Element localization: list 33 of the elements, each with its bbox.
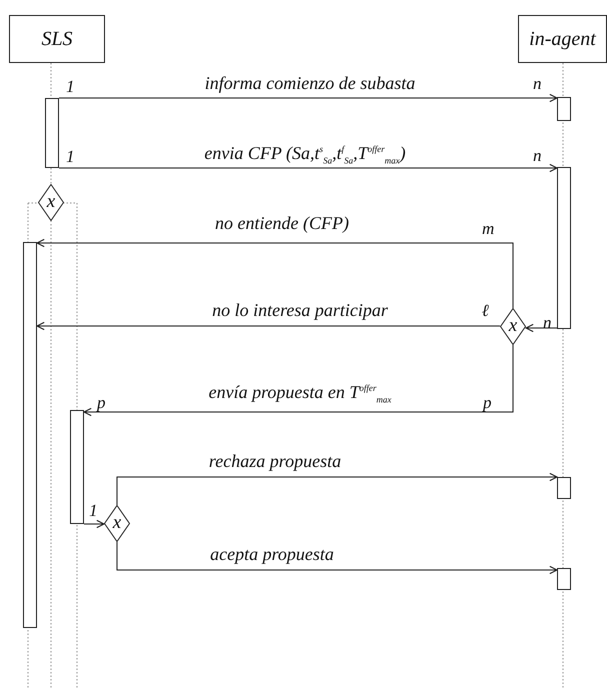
multiplicity-label: p bbox=[97, 394, 106, 412]
message-arrow bbox=[58, 94, 558, 102]
activation-bar bbox=[70, 410, 84, 524]
message-arrow bbox=[36, 322, 500, 330]
activation-bar bbox=[23, 242, 37, 628]
multiplicity-label: p bbox=[483, 394, 492, 412]
multiplicity-label: 1 bbox=[89, 502, 98, 520]
message-arrow bbox=[84, 520, 105, 528]
message-arrow bbox=[83, 344, 514, 416]
decision-diamond: x bbox=[38, 184, 64, 221]
multiplicity-label: m bbox=[482, 220, 494, 238]
decision-diamond: x bbox=[104, 505, 130, 542]
lifeline-header: SLS bbox=[9, 15, 105, 63]
message-arrow bbox=[116, 542, 558, 574]
lifeline-header: in-agent bbox=[518, 15, 607, 63]
activation-bar bbox=[557, 568, 571, 590]
message-arrow bbox=[116, 472, 558, 506]
activation-bar bbox=[45, 98, 59, 168]
activation-bar bbox=[557, 167, 571, 329]
message-arrow bbox=[36, 238, 514, 308]
multiplicity-label: n bbox=[533, 75, 542, 93]
activation-bar bbox=[557, 97, 571, 121]
activation-bar bbox=[557, 477, 571, 499]
multiplicity-label: 1 bbox=[66, 148, 74, 166]
multiplicity-label: n bbox=[543, 314, 552, 332]
multiplicity-label: 1 bbox=[66, 78, 74, 96]
multiplicity-label: n bbox=[533, 147, 542, 165]
message-label: informa comienzo de subasta bbox=[202, 73, 418, 93]
multiplicity-label: ℓ bbox=[482, 302, 490, 320]
decision-diamond: x bbox=[500, 308, 526, 345]
message-label: envia CFP (Sa,t$^{s}$$_{Sa}$,t$^{f}$$_{Sa}$,T$^{offer}$$_{max}$) bbox=[202, 143, 408, 163]
message-arrow bbox=[58, 164, 558, 172]
message-arrow bbox=[525, 324, 558, 332]
